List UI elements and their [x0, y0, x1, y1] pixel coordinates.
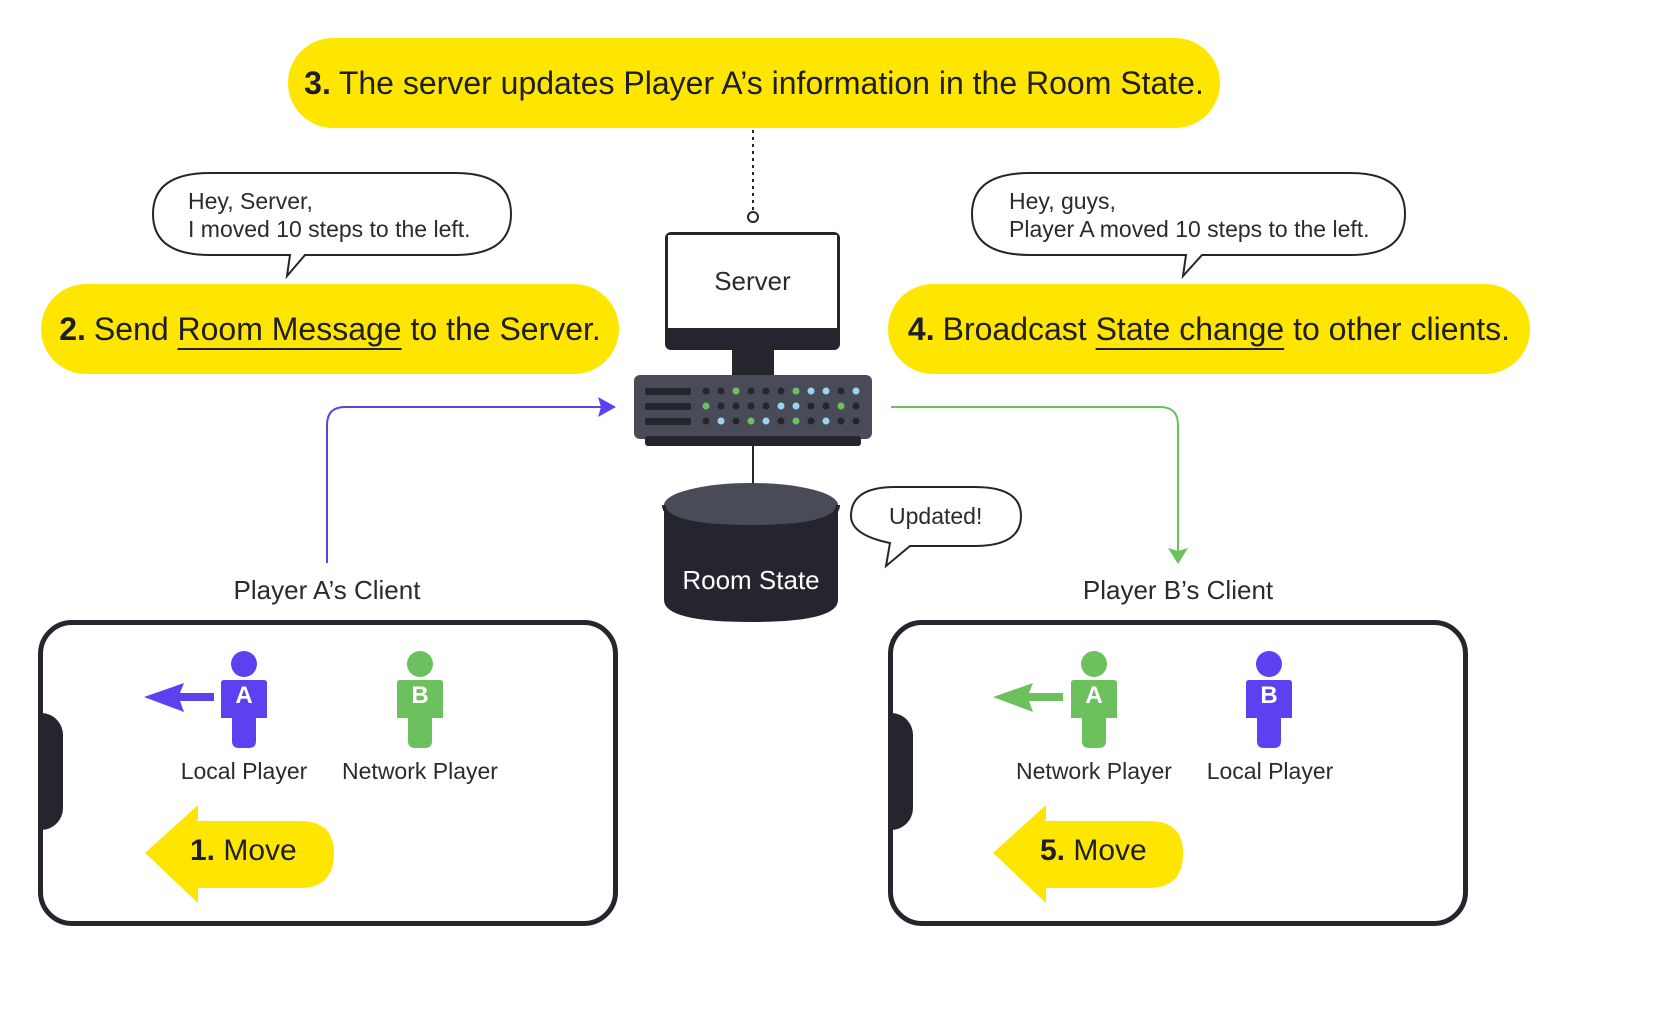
- step-number: 4.: [907, 310, 935, 347]
- badge-b: B: [1260, 682, 1278, 709]
- player-b-client-screen: [888, 620, 1468, 926]
- step-text-post: to the Server.: [401, 310, 601, 347]
- phone-notch: [38, 713, 63, 830]
- step-number: 3.: [304, 64, 331, 101]
- speech-bubble-server: [970, 172, 1407, 280]
- player-label: Network Player: [1016, 758, 1172, 784]
- client-message-line2: I moved 10 steps to the left.: [188, 216, 471, 242]
- room-state-label: Room State: [682, 565, 820, 595]
- move-label: Move: [1073, 834, 1147, 867]
- badge-b: B: [411, 682, 429, 709]
- step-text-pre: Send: [93, 310, 178, 347]
- step-3-banner: 3. The server updates Player A’s informa…: [288, 38, 1220, 128]
- step-number: 1.: [190, 834, 216, 867]
- step-text-pre: Broadcast: [942, 310, 1096, 347]
- step-text-post: to other clients.: [1284, 310, 1511, 347]
- server-message-line1: Hey, guys,: [1009, 188, 1116, 214]
- updated-text: Updated!: [889, 503, 983, 529]
- server-label: Server: [714, 266, 791, 296]
- move-button-shape-1: [145, 805, 334, 903]
- step-4-banner: 4. Broadcast State change to other clien…: [888, 284, 1530, 374]
- move-label: Move: [223, 834, 297, 867]
- server-monitor-icon: [665, 232, 840, 378]
- player-b-client-title: Player B’s Client: [1082, 575, 1274, 605]
- room-message-link[interactable]: Room Message: [177, 310, 402, 347]
- database-icon: [662, 483, 840, 622]
- speech-bubble-client: [151, 172, 513, 280]
- move-left-arrow-purple: [144, 683, 214, 712]
- client-message-text: Hey, Server, I moved 10 steps to the lef…: [188, 187, 471, 243]
- player-label: Network Player: [342, 758, 498, 784]
- move-left-arrow-green: [993, 683, 1063, 712]
- move-button-5[interactable]: 5. Move: [1040, 834, 1147, 868]
- step-2-banner: 2. Send Room Message to the Server.: [41, 284, 619, 374]
- server-message-text: Hey, guys, Player A moved 10 steps to th…: [1009, 187, 1370, 243]
- move-button-shape-5: [993, 805, 1183, 903]
- badge-a: A: [235, 682, 253, 709]
- arrow-client-a-to-server: [326, 406, 604, 563]
- server-message-line2: Player A moved 10 steps to the left.: [1009, 216, 1370, 242]
- step-number: 2.: [59, 310, 86, 347]
- connector-dot: [747, 211, 759, 223]
- arrow-server-to-client-b: [891, 406, 1179, 552]
- client-message-line1: Hey, Server,: [188, 188, 313, 214]
- player-a-client-title: Player A’s Client: [233, 575, 421, 605]
- badge-a: A: [1085, 682, 1103, 709]
- arrow-head-green: [1168, 548, 1188, 564]
- step-text: The server updates Player A’s informatio…: [338, 64, 1204, 101]
- player-label: Local Player: [180, 758, 308, 784]
- arrow-head-purple: [598, 397, 616, 417]
- speech-bubble-updated: [849, 486, 1023, 569]
- move-button-1[interactable]: 1. Move: [190, 834, 297, 868]
- phone-notch: [888, 713, 913, 830]
- server-rack-icon: [634, 375, 872, 446]
- player-label: Local Player: [1206, 758, 1334, 784]
- step-number: 5.: [1040, 834, 1066, 867]
- state-change-link[interactable]: State change: [1095, 310, 1285, 347]
